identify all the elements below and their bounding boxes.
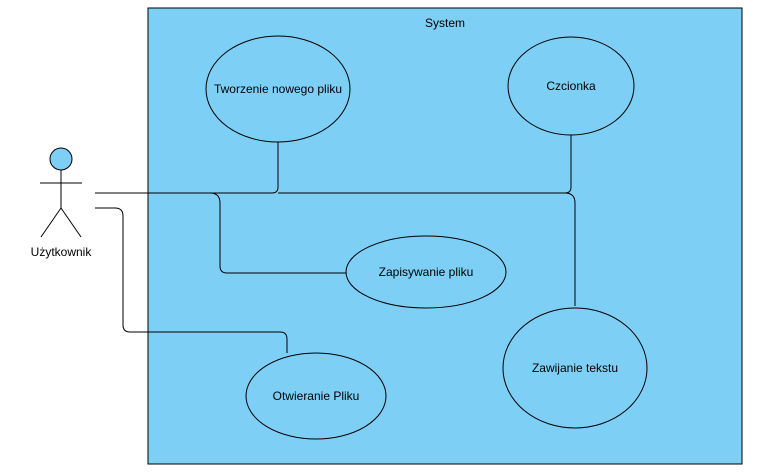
connector-tworzenie[interactable] [95,142,279,194]
use-case-ellipse[interactable] [502,307,648,429]
connector-zawijanie[interactable] [564,192,576,306]
system-title: System [425,16,465,30]
use-case-label: Zapisywanie pliku [379,265,474,279]
use-case-tworzenie[interactable]: Tworzenie nowego pliku [205,35,351,143]
actor-right-leg [60,207,82,238]
use-case-label: Tworzenie nowego pliku [214,82,342,96]
use-case-ellipse[interactable] [205,35,351,143]
use-case-zapisywanie[interactable]: Zapisywanie pliku [345,235,507,309]
actor[interactable]: Użytkownik [31,147,93,259]
use-case-ellipse[interactable] [507,36,635,136]
use-case-otwieranie[interactable]: Otwieranie Pliku [245,352,387,440]
use-case-ellipse[interactable] [345,235,507,309]
use-case-label: Otwieranie Pliku [273,389,360,403]
actor-label: Użytkownik [31,245,93,259]
connector-zapisywanie[interactable] [209,192,346,274]
connector-otwieranie[interactable] [95,207,288,353]
connectors [95,135,576,353]
use-case-ellipse[interactable] [245,352,387,440]
actor-head [49,147,73,171]
use-case-label: Zawijanie tekstu [532,361,618,375]
use-case-zawijanie[interactable]: Zawijanie tekstu [502,307,648,429]
use-case-czcionka[interactable]: Czcionka [507,36,635,136]
actor-left-leg [40,207,62,238]
stick-figure-icon [40,147,82,238]
use-case-label: Czcionka [546,79,596,93]
